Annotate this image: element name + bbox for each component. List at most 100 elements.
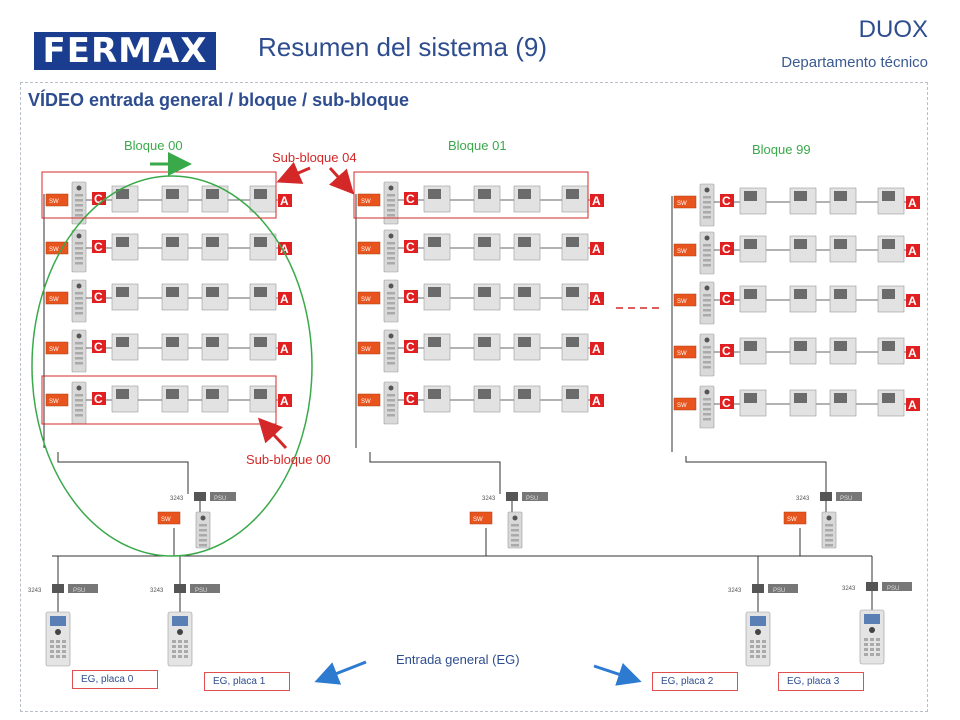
monitor-screen-icon [166,287,179,297]
door-panel [699,231,715,275]
eg-panel-display-icon [50,616,66,626]
connector-c-bg [92,240,106,253]
panel-key [387,342,395,345]
panel-key [387,414,395,417]
connector-a-text: A [280,242,289,256]
panel-key [75,342,83,345]
switch-label: SW [361,399,371,405]
label-subblock-04: Sub-bloque 04 [272,150,357,165]
monitor-screen-icon [116,287,129,297]
monitor-screen-icon [882,239,895,249]
connector-a-bg [906,346,920,359]
panel-key [703,309,711,312]
panel-key [387,347,395,350]
panel-key [703,254,711,257]
panel-key [75,362,83,365]
panel-key [387,214,395,217]
door-panel [507,511,523,549]
monitor-screen-icon [518,287,531,297]
monitor-screen-icon [116,337,129,347]
monitor [789,235,817,263]
switch-box: SW [45,291,69,305]
eg-key [756,650,760,653]
panel-key [199,544,207,547]
panel-key [703,196,711,199]
monitor [829,285,857,313]
connector-a: A [590,194,604,208]
monitor [111,185,139,213]
label-general-entrance: Entrada general (EG) [396,652,520,667]
eg-key [870,643,874,646]
switch-label: SW [49,247,59,253]
monitor-screen-icon [834,393,847,403]
eg-key [864,653,868,656]
monitor [877,337,905,365]
eg-key [178,645,182,648]
eg-key [750,645,754,648]
monitor [423,233,451,261]
eg-key [750,650,754,653]
door-panel [383,229,399,273]
connector-a-text: A [908,398,917,412]
switch-box: SW [45,341,69,355]
panel-key [511,529,519,532]
connector-c-bg [92,340,106,353]
connector-a: A [906,398,920,412]
connector-a: A [906,244,920,258]
subblock-04-outline-b00 [41,171,277,219]
panel-key [387,297,395,300]
panel-key [387,209,395,212]
switch-label: SW [361,199,371,205]
ref-label: 3243 [28,588,42,594]
panel-key [703,216,711,219]
panel-key [75,297,83,300]
label-block-00: Bloque 00 [124,138,183,153]
monitor-screen-icon [744,393,757,403]
monitor [561,185,589,213]
connector-c-text: C [406,240,415,254]
monitor-screen-icon [206,237,219,247]
monitor [739,285,767,313]
connector-c-text: C [94,392,103,406]
connector-a-bg [906,294,920,307]
monitor [473,283,501,311]
eg-key [756,645,760,648]
switch-box: SW [469,511,493,525]
arrow-subblock-00 [257,417,288,450]
monitor-screen-icon [428,287,441,297]
connector-c-text: C [722,396,731,410]
eg-key [56,640,60,643]
monitor [561,283,589,311]
monitor-screen-icon [254,237,267,247]
connector-c-bg [92,290,106,303]
panel-camera-icon [200,515,206,521]
connector-c: C [404,192,418,206]
connector-c-text: C [406,290,415,304]
panel-key [199,534,207,537]
eg-key [178,640,182,643]
eg-key [184,650,188,653]
monitor [829,389,857,417]
panel-body [699,231,715,275]
eg-key [172,640,176,643]
monitor-screen-icon [478,237,491,247]
eg-key [762,655,766,658]
connector-a-bg [906,196,920,209]
eg-panel-display-icon [864,614,880,624]
monitor [423,283,451,311]
eg-key [762,650,766,653]
panel-camera-icon [512,515,518,521]
connector-a: A [278,194,292,208]
door-panel [699,333,715,377]
panel-key [703,366,711,369]
panel-key [75,357,83,360]
panel-key [75,262,83,265]
switch-body [357,291,381,305]
panel-key [75,199,83,202]
subblock-row: SW C A [357,181,604,225]
monitor [561,333,589,361]
switch-body [357,241,381,255]
